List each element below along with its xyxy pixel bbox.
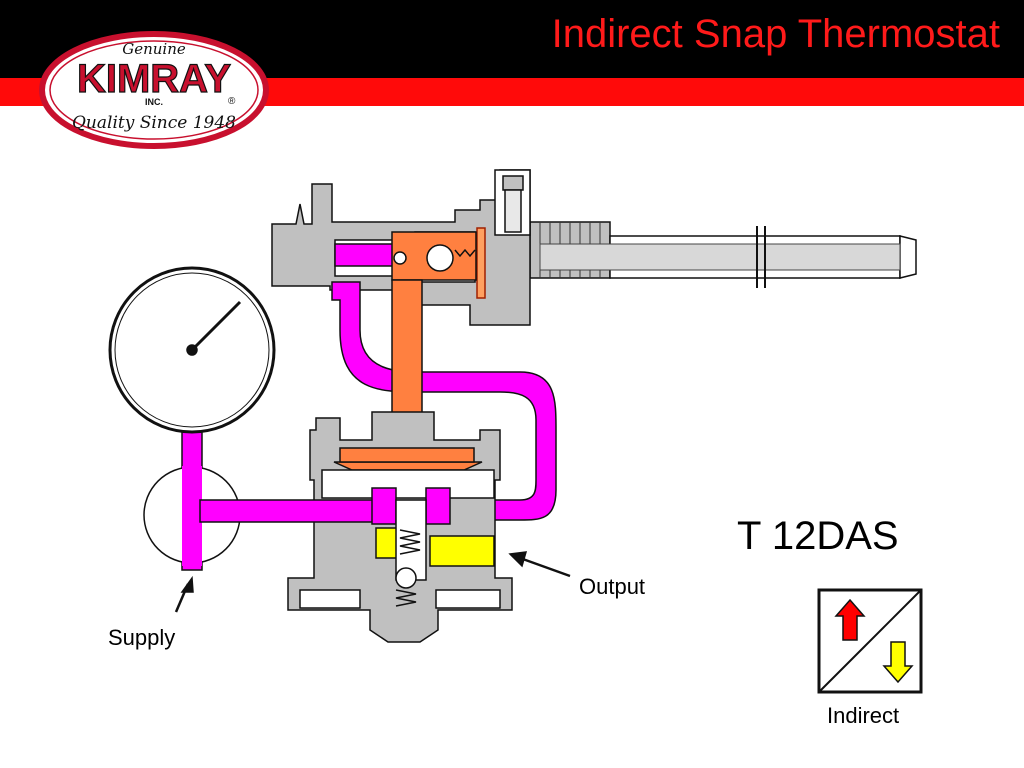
logo-brand: KIMRAY — [77, 57, 231, 101]
model-number: T 12DAS — [737, 514, 899, 558]
logo-registered: ® — [228, 96, 236, 107]
supply-label: Supply — [108, 625, 176, 650]
snap-ball — [426, 244, 454, 272]
adjusting-screw — [504, 189, 522, 233]
arrow-down-icon — [882, 641, 914, 684]
indirect-label: Indirect — [827, 703, 900, 728]
arrow-up-icon — [834, 598, 866, 641]
adjusting-screw-cap — [502, 175, 524, 191]
valve-ball — [395, 567, 417, 589]
logo-oval — [39, 31, 269, 149]
exhaust-port — [299, 589, 361, 609]
drain-port — [435, 589, 501, 609]
gauge-needle — [190, 300, 242, 352]
indirect-diagonal — [818, 589, 922, 693]
valve-spring-upper — [399, 529, 421, 555]
output-label: Output — [579, 574, 646, 599]
snap-spring — [454, 248, 476, 258]
supply-tee-vertical — [182, 466, 202, 566]
kimray-logo: Genuine KIMRAY INC. ® Quality Since 1948 — [39, 31, 269, 149]
pilot-supply-chamber — [334, 243, 396, 267]
pressure-gauge-rim — [114, 272, 270, 428]
pilot-return-seat — [425, 487, 451, 525]
valve-spring-lower — [395, 589, 417, 607]
probe-rod — [539, 243, 901, 271]
logo-tagline: Quality Since 1948 — [72, 113, 236, 133]
output-port — [429, 535, 495, 567]
logo-inner-oval — [49, 40, 259, 140]
logo-inc: INC. — [145, 97, 163, 107]
logo-genuine: Genuine — [122, 40, 186, 58]
pivot-pin — [393, 251, 407, 265]
output-pointer — [519, 556, 571, 578]
page-title: Indirect Snap Thermostat — [551, 12, 1000, 56]
snap-diaphragm — [476, 227, 486, 299]
diaphragm-plate — [339, 447, 475, 463]
output-pointer-head — [508, 551, 528, 568]
gauge-pivot — [186, 344, 198, 356]
diaphragm-chamber — [321, 469, 495, 499]
probe-tip — [899, 235, 917, 279]
actuator-diaphragm — [333, 461, 483, 471]
supply-inlet-seat — [371, 487, 397, 525]
supply-pointer-head — [180, 575, 194, 593]
supply-line-to-valve — [199, 499, 379, 523]
